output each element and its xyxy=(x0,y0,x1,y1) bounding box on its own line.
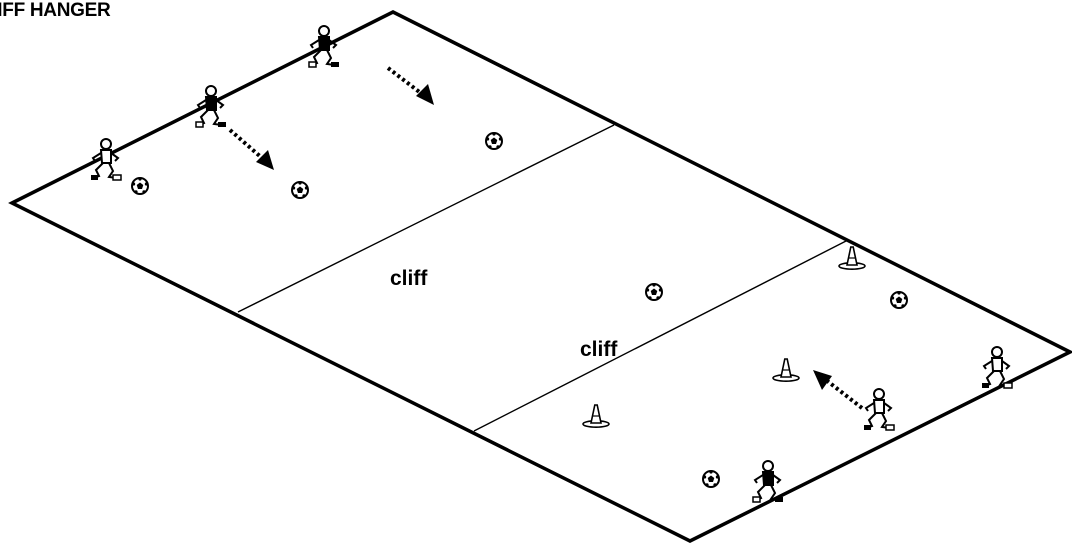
soccer-ball-icon xyxy=(645,282,663,301)
soccer-ball-icon xyxy=(131,176,149,195)
movement-arrow xyxy=(386,66,434,105)
zone-divider-2 xyxy=(473,239,849,432)
soccer-ball-icon xyxy=(702,469,720,488)
diagram-title: LIFF HANGER xyxy=(0,0,111,21)
movement-arrow xyxy=(228,128,274,170)
soccer-ball-icon xyxy=(291,180,309,199)
movement-arrow xyxy=(813,370,864,410)
zone-label-cliff-1: cliff xyxy=(390,267,428,290)
soccer-ball-icon xyxy=(890,290,908,309)
zone-label-cliff-2: cliff xyxy=(580,338,618,361)
field-outline xyxy=(8,10,1072,543)
zone-divider-1 xyxy=(237,124,615,313)
soccer-ball-icon xyxy=(485,131,503,150)
